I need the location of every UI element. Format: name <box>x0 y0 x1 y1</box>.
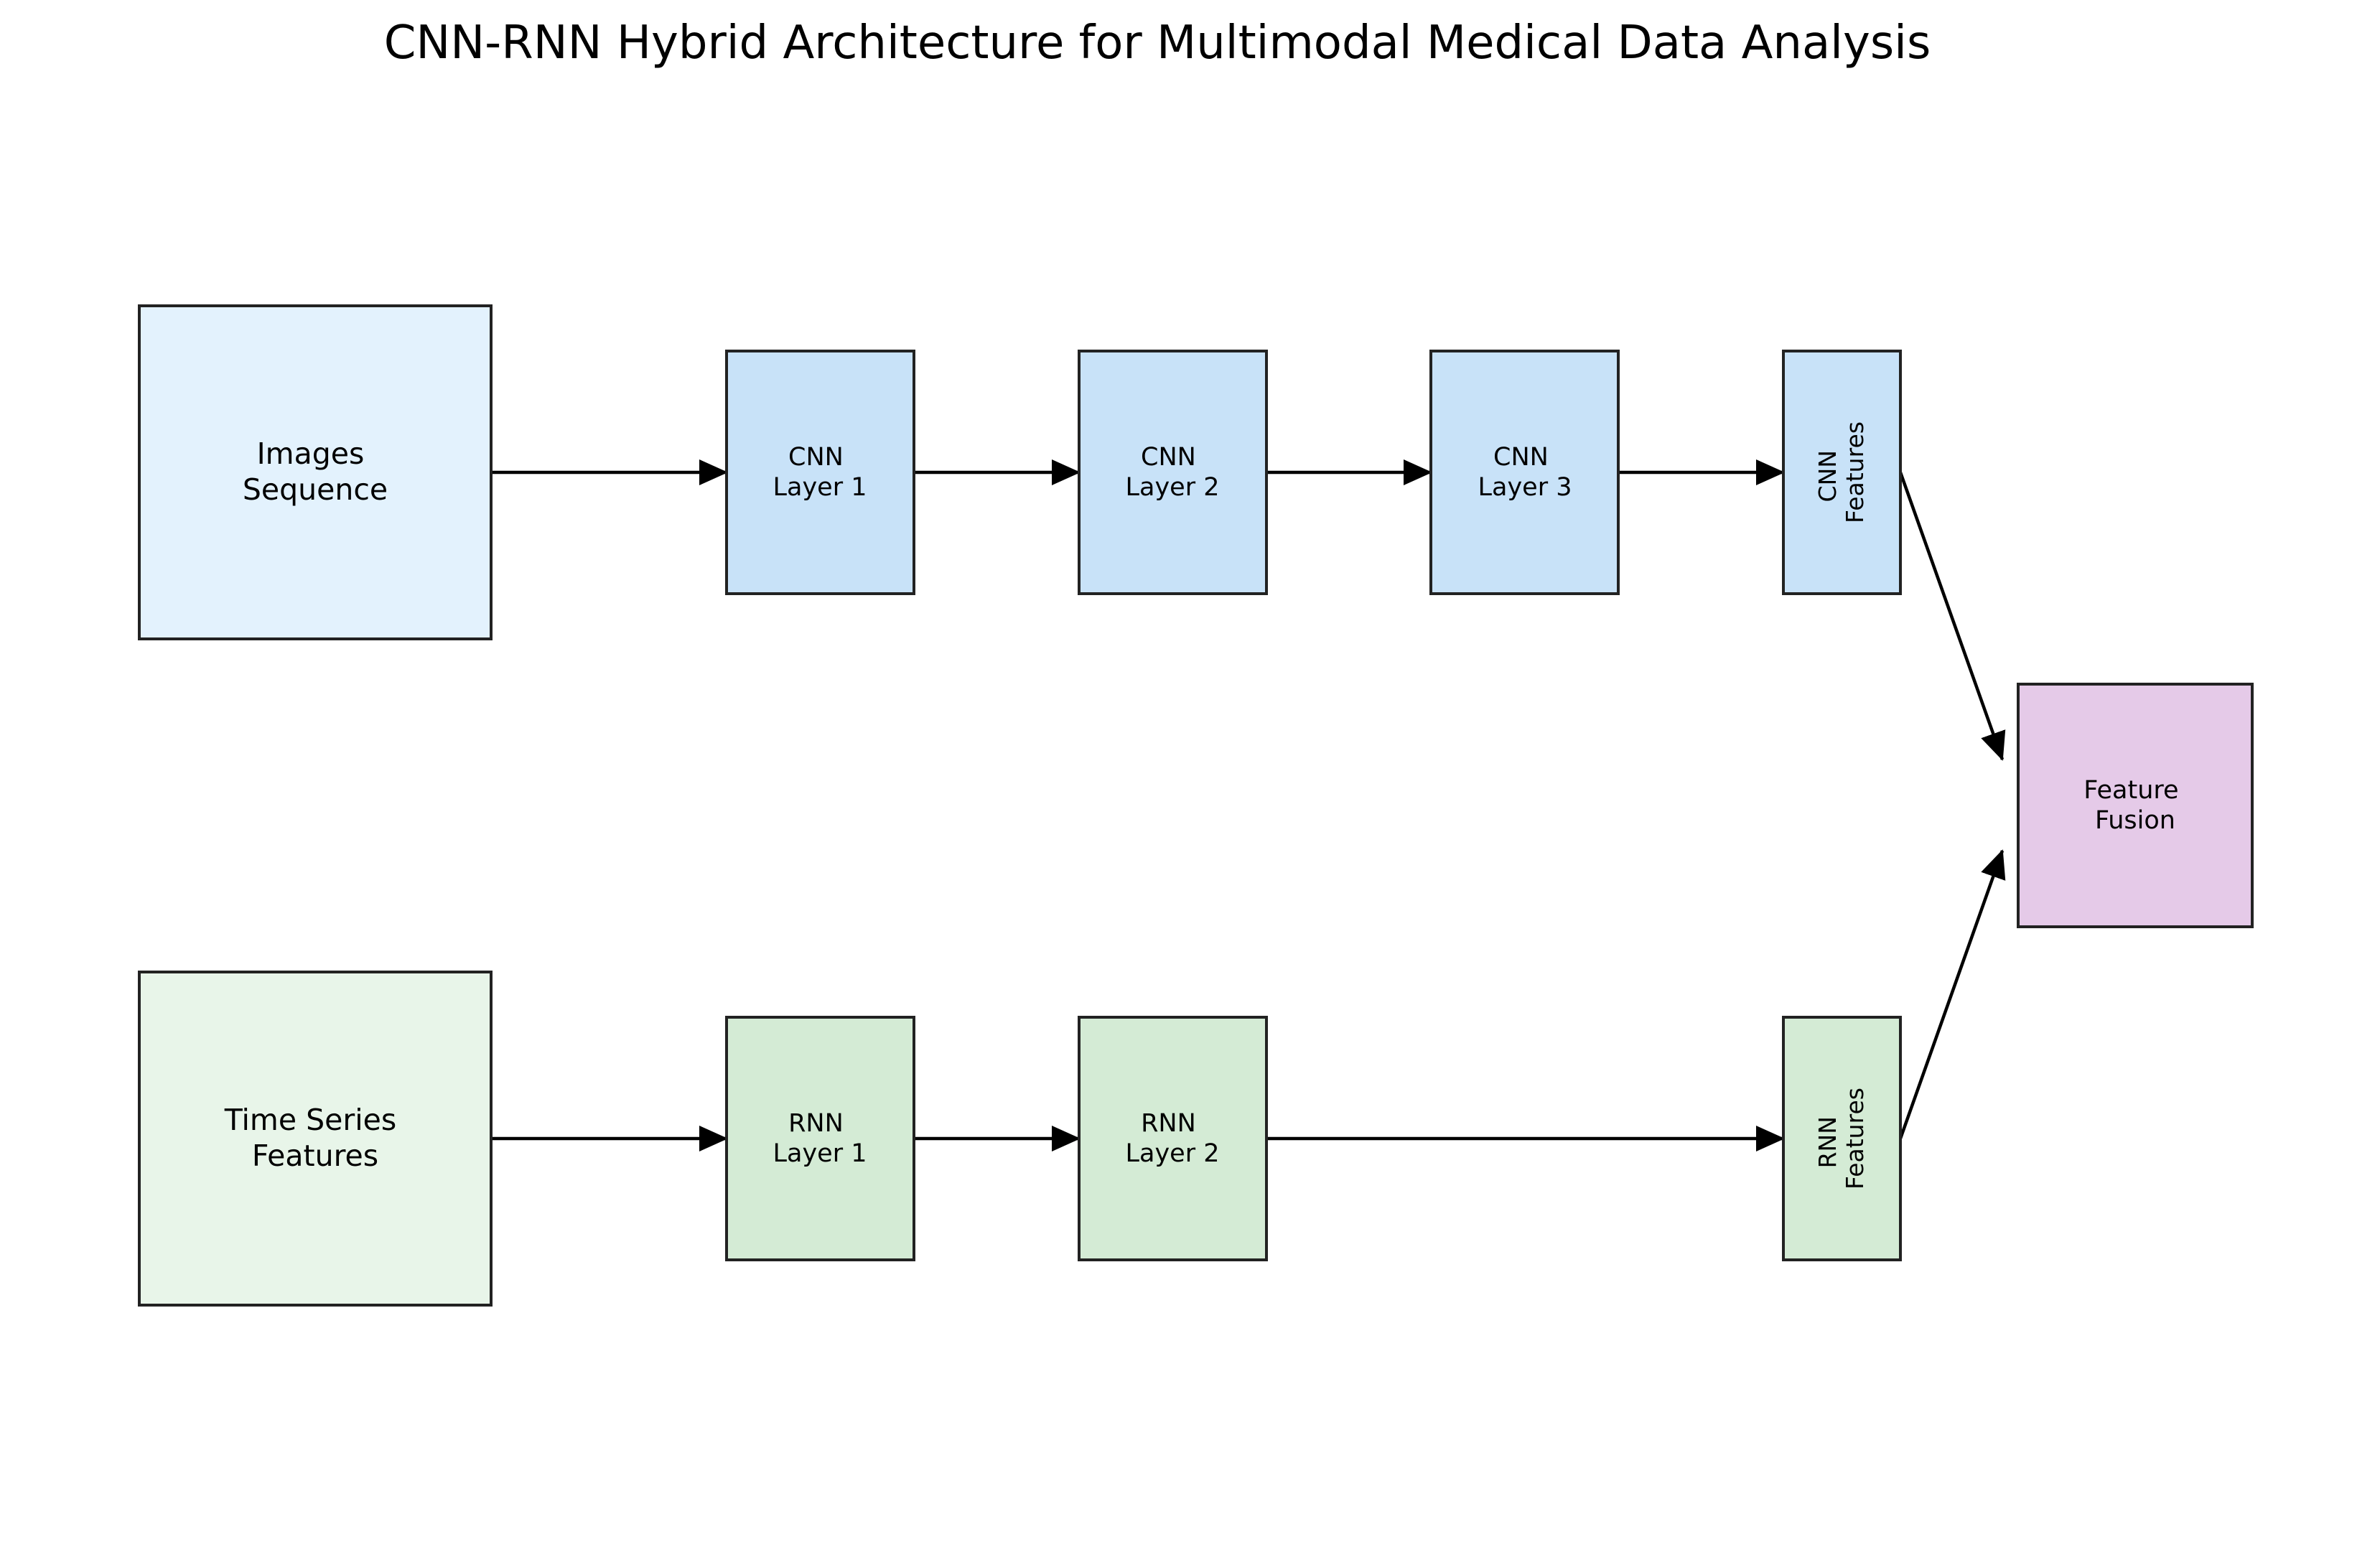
edge-cnnfeatures-to-fusion <box>1898 472 2006 761</box>
node-cnn-layer-3: CNN Layer 3 <box>1429 350 1620 595</box>
node-feature-fusion-box <box>2017 683 2254 928</box>
node-cnn-features-box <box>1782 350 1902 595</box>
node-cnn-layer-2-label: CNN Layer 2 <box>1126 443 1220 502</box>
node-cnn-layer-1-label: CNN Layer 1 <box>773 443 867 502</box>
node-rnn-features: RNN Features <box>1782 1016 1902 1261</box>
node-rnn-features-label: RNN Features <box>1814 1088 1869 1190</box>
edge-rnnfeatures-to-fusion <box>1898 849 2006 1139</box>
node-feature-fusion-label: Feature Fusion <box>2083 776 2186 835</box>
node-time-series-features-label: Time Series Features <box>224 1103 406 1173</box>
node-cnn-layer-2: CNN Layer 2 <box>1078 350 1268 595</box>
node-rnn-layer-1: RNN Layer 1 <box>725 1016 915 1261</box>
diagram-title: CNN-RNN Hybrid Architecture for Multimod… <box>384 17 1931 70</box>
node-images-sequence-box <box>138 304 493 640</box>
node-rnn-layer-2-label: RNN Layer 2 <box>1126 1109 1220 1168</box>
node-cnn-features: CNN Features <box>1782 350 1902 595</box>
node-rnn-layer-1-label: RNN Layer 1 <box>773 1109 867 1168</box>
node-cnn-features-label: CNN Features <box>1814 421 1869 523</box>
edges <box>491 459 2006 1151</box>
node-images-sequence-label: Images Sequence <box>243 436 388 507</box>
node-cnn-layer-1-box <box>725 350 915 595</box>
node-cnn-layer-1: CNN Layer 1 <box>725 350 915 595</box>
node-rnn-features-box <box>1782 1016 1902 1261</box>
node-cnn-layer-3-box <box>1429 350 1620 595</box>
node-time-series-features: Time Series Features <box>138 971 493 1307</box>
node-cnn-layer-3-label: CNN Layer 3 <box>1478 443 1572 502</box>
node-rnn-layer-1-box <box>725 1016 915 1261</box>
node-images-sequence: Images Sequence <box>138 304 493 640</box>
node-rnn-layer-2-box <box>1078 1016 1268 1261</box>
node-cnn-layer-2-box <box>1078 350 1268 595</box>
node-rnn-layer-2: RNN Layer 2 <box>1078 1016 1268 1261</box>
node-feature-fusion: Feature Fusion <box>2017 683 2254 928</box>
node-time-series-features-box <box>138 971 493 1307</box>
